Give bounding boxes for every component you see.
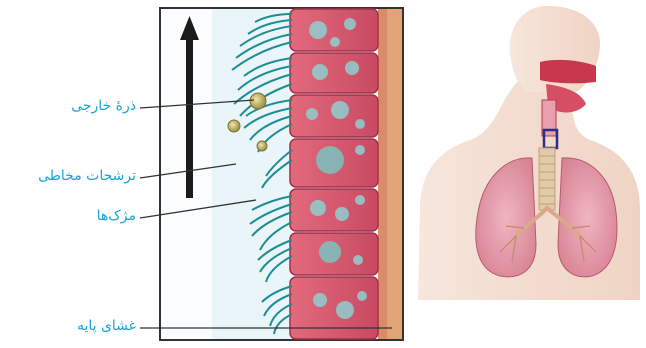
label-cilia: مژک‌ها xyxy=(97,208,136,224)
epithelium-panel xyxy=(160,8,403,340)
label-foreign-particle: ذرهٔ خارجی xyxy=(71,98,136,114)
label-basement-membrane: غشای پایه xyxy=(77,318,136,334)
epithelial-cells xyxy=(290,9,378,339)
human-torso-figure xyxy=(418,6,640,300)
label-mucus-secretions: ترشحات مخاطی xyxy=(38,168,136,184)
trachea xyxy=(539,148,555,210)
